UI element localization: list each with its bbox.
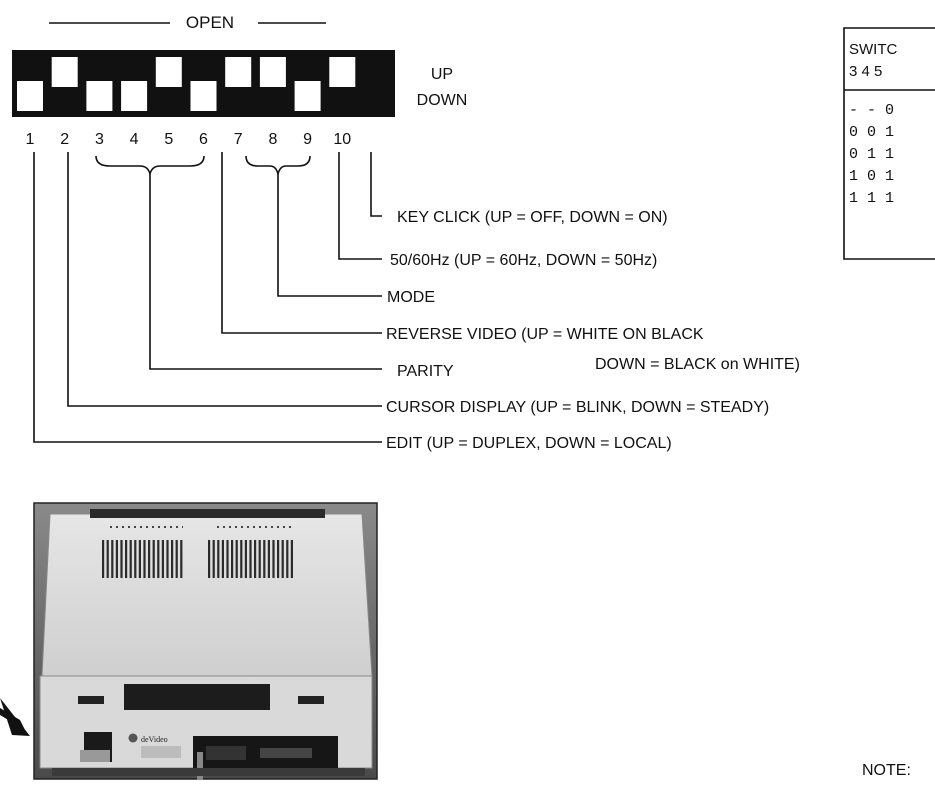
switch-key-3 (86, 81, 113, 111)
vent-slot (254, 540, 257, 578)
switch-number-2: 2 (60, 131, 69, 148)
table-row: - - 0 (849, 102, 894, 119)
switch-number-4: 4 (130, 131, 139, 148)
vent-slot (226, 540, 229, 578)
vent-slot (166, 540, 169, 578)
vent-slot (267, 540, 270, 578)
reverse-video-down-label: DOWN = BLACK on WHITE) (595, 356, 800, 373)
vent-slot (125, 540, 128, 578)
vent-slot (212, 540, 215, 578)
vent-slot (152, 540, 155, 578)
switch-key-5 (155, 57, 182, 87)
vent-slot (281, 540, 284, 578)
table-row: 0 0 1 (849, 124, 894, 141)
parity-label: PARITY (397, 363, 454, 380)
vent-slot (175, 540, 178, 578)
switch-key-9 (294, 81, 321, 111)
vent-slot (102, 540, 105, 578)
table-row: 1 1 1 (849, 190, 894, 207)
leader-lines (33, 152, 382, 443)
reverse-video-label: REVERSE VIDEO (UP = WHITE ON BLACK (386, 326, 704, 343)
down-label: DOWN (417, 92, 468, 109)
vent-slot (106, 540, 109, 578)
vent-slot (272, 540, 275, 578)
vent-slot (249, 540, 252, 578)
vent-slot (217, 540, 220, 578)
vent-slot (115, 540, 118, 578)
switch-number-10: 10 (333, 131, 351, 148)
vent-slot (134, 540, 137, 578)
cursor-display-label: CURSOR DISPLAY (UP = BLINK, DOWN = STEAD… (386, 399, 769, 416)
vent-slot (157, 540, 160, 578)
vent-slot (120, 540, 123, 578)
table-row: 0 1 1 (849, 146, 894, 163)
switch-numbers: 1 2 3 4 5 6 7 8 9 10 (26, 131, 352, 148)
switch-key-7 (225, 57, 252, 87)
switch-number-3: 3 (95, 131, 104, 148)
vent-slot (263, 540, 266, 578)
vent-slot (180, 540, 183, 578)
edit-label: EDIT (UP = DUPLEX, DOWN = LOCAL) (386, 435, 672, 452)
vent-slot (277, 540, 280, 578)
hz-label: 50/60Hz (UP = 60Hz, DOWN = 50Hz) (390, 252, 657, 269)
terminal-rear-photo: deVideo (0, 502, 378, 780)
switch-number-8: 8 (268, 131, 277, 148)
switch-key-8 (259, 57, 286, 87)
switch-number-1: 1 (26, 131, 35, 148)
table-header-line2: 3 4 5 (849, 63, 882, 80)
brace-7-8 (245, 155, 311, 175)
switch-number-5: 5 (164, 131, 173, 148)
switch-key-1 (17, 81, 43, 111)
open-label: OPEN (186, 13, 234, 32)
open-header: OPEN (49, 13, 326, 32)
vent-slot (244, 540, 247, 578)
switch-key-4 (121, 81, 148, 111)
key-click-label: KEY CLICK (UP = OFF, DOWN = ON) (397, 209, 668, 226)
vent-slot (148, 540, 151, 578)
vent-slot (258, 540, 261, 578)
vent-slot (290, 540, 293, 578)
switch-key-10 (329, 57, 356, 87)
note-label: NOTE: (862, 762, 911, 779)
vent-slot (208, 540, 211, 578)
switch-key-2 (51, 57, 78, 87)
switch-number-7: 7 (234, 131, 243, 148)
switch-key-6 (190, 81, 217, 111)
vent-slot (171, 540, 174, 578)
vent-slot (240, 540, 243, 578)
vent-slot (138, 540, 141, 578)
dip-switch-bank (12, 50, 395, 117)
vent-slot (286, 540, 289, 578)
vent-slot (129, 540, 132, 578)
switch-number-9: 9 (303, 131, 312, 148)
vent-slot (221, 540, 224, 578)
vent-slot (231, 540, 234, 578)
mode-label: MODE (387, 289, 435, 306)
table-row: 1 0 1 (849, 168, 894, 185)
switch-table: SWITC 3 4 5 - - 0 0 0 1 0 1 1 1 0 1 1 1 1 (843, 27, 935, 260)
brace-3-5 (95, 155, 205, 175)
vent-slot (111, 540, 114, 578)
switch-number-6: 6 (199, 131, 208, 148)
photo-brand: deVideo (141, 735, 168, 744)
up-label: UP (431, 66, 453, 83)
vent-slot (161, 540, 164, 578)
vent-slot (235, 540, 238, 578)
table-header-line1: SWITC (849, 41, 897, 58)
vent-slot (143, 540, 146, 578)
